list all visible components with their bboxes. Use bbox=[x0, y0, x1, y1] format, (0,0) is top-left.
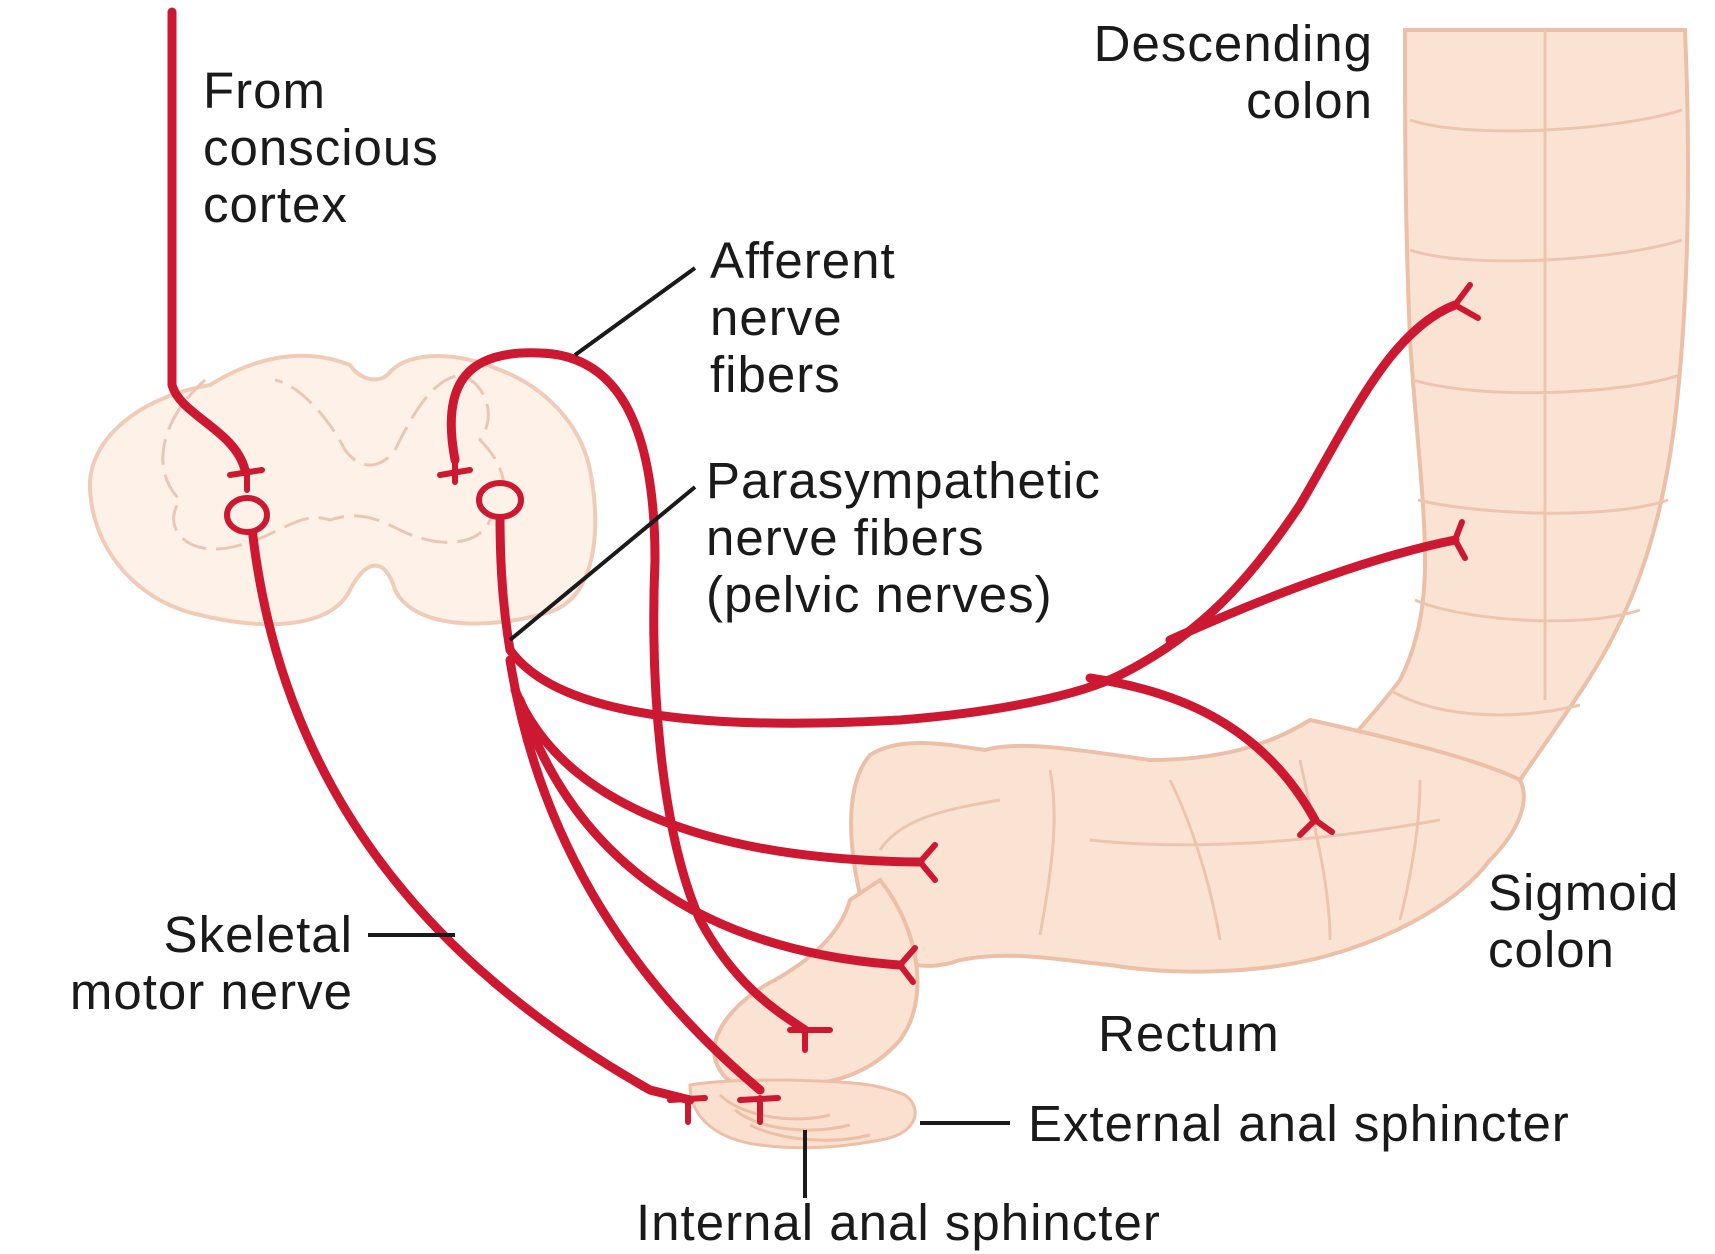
label-descending-colon: Descending colon bbox=[1094, 15, 1373, 129]
label-from-conscious-cortex: From conscious cortex bbox=[203, 62, 439, 233]
parasympathetic-neuron-cell-body bbox=[479, 483, 521, 517]
label-internal-anal-sphincter: Internal anal sphincter bbox=[636, 1194, 1161, 1251]
label-external-anal-sphincter: External anal sphincter bbox=[1028, 1095, 1570, 1152]
label-rectum: Rectum bbox=[1098, 1005, 1280, 1062]
motor-neuron-cell-body bbox=[227, 498, 267, 532]
label-afferent-nerve-fibers: Afferent nerve fibers bbox=[710, 232, 896, 403]
descending-colon bbox=[1305, 30, 1688, 810]
label-sigmoid-colon: Sigmoid colon bbox=[1488, 864, 1679, 978]
parasympathetic-branch-mid bbox=[1170, 540, 1455, 640]
label-parasympathetic-nerve-fibers: Parasympathetic nerve fibers (pelvic ner… bbox=[706, 452, 1101, 623]
label-skeletal-motor-nerve: Skeletal motor nerve bbox=[70, 906, 353, 1020]
leader-afferent bbox=[575, 268, 695, 355]
